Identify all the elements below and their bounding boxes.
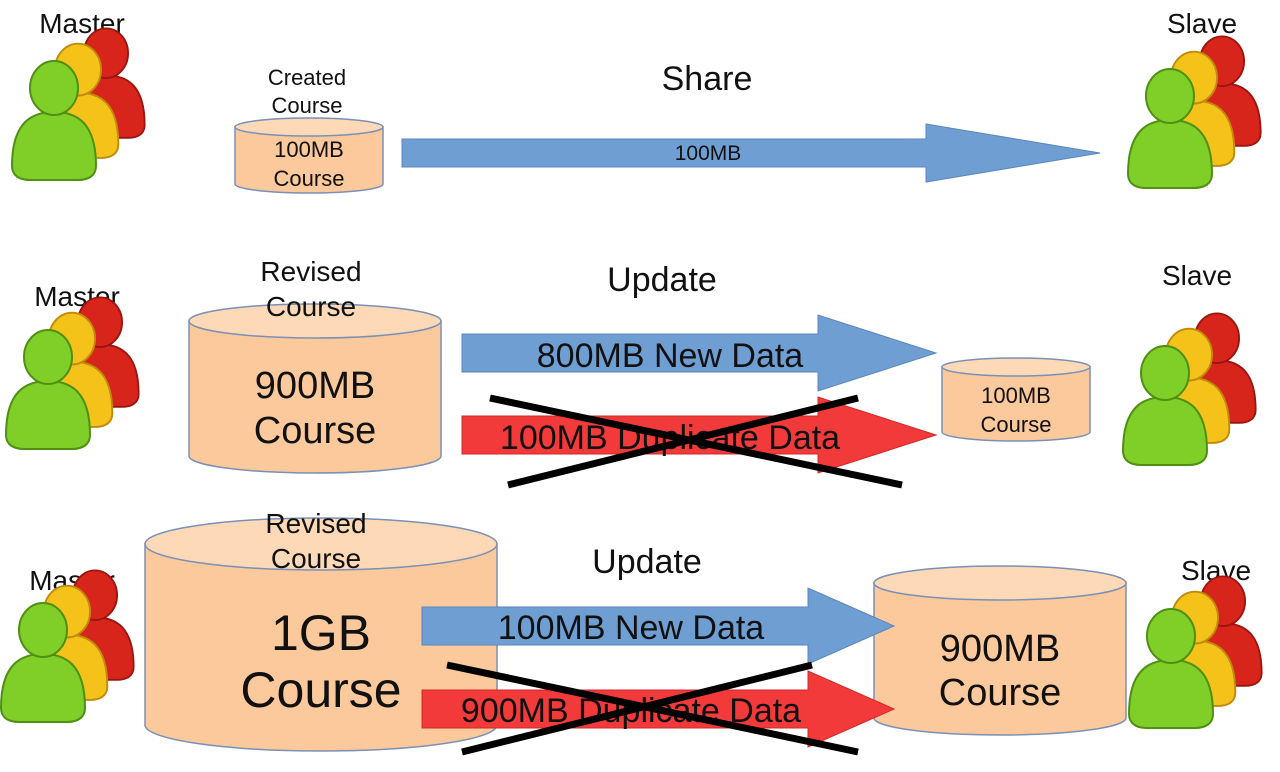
cylinder-top [144, 517, 498, 571]
new-data-arrow-label: 800MB New Data [537, 337, 804, 375]
target-size-line2: Course [939, 672, 1062, 714]
row-3: Master Revised Course 1GB Course Update … [0, 508, 1263, 756]
arrow-shape [401, 123, 1101, 183]
source-cylinder [144, 517, 498, 752]
source-size-line2: Course [240, 662, 401, 718]
source-size-line1: 100MB [274, 137, 344, 162]
arrow-shape [421, 587, 896, 665]
source-size-line1: 1GB [271, 605, 371, 661]
row-2: Master Revised Course 900MB Course Updat… [5, 256, 1257, 489]
cylinder-top [234, 117, 384, 137]
source-caption-line1: Revised [265, 508, 366, 539]
cylinder-top [941, 357, 1091, 377]
row-1: Master Created Course 100MB Course Share… [11, 8, 1262, 194]
slave-users-icon [1128, 575, 1263, 729]
cylinder-body [234, 126, 384, 194]
master-users-icon [11, 27, 146, 181]
cylinder-body [873, 582, 1127, 736]
cross-out-stroke [507, 394, 859, 489]
target-cylinder [873, 565, 1127, 736]
source-cylinder [234, 117, 384, 194]
share-arrow [401, 123, 1101, 183]
cylinder-body [188, 320, 442, 474]
arrow-shape [461, 314, 938, 392]
source-caption-line2: Course [271, 543, 361, 574]
new-data-arrow [461, 314, 938, 392]
update-label: Update [592, 543, 702, 581]
target-cylinder [941, 357, 1091, 442]
target-size-line1: 900MB [940, 628, 1060, 670]
cylinder-top [188, 303, 442, 339]
source-size-line2: Course [274, 166, 345, 191]
target-size-line1: 100MB [981, 383, 1051, 408]
slave-label: Slave [1162, 260, 1232, 291]
slave-users-icon [1127, 35, 1262, 189]
target-size-line2: Course [981, 412, 1052, 437]
cylinder-body [144, 543, 498, 752]
slave-users-icon [1122, 312, 1257, 466]
share-arrow-label: 100MB [675, 142, 742, 165]
master-users-icon [5, 296, 140, 450]
slave-label: Slave [1167, 8, 1237, 39]
source-size-line1: 900MB [255, 365, 375, 407]
source-caption-line2: Course [272, 93, 343, 118]
cross-out-stroke [461, 661, 813, 756]
new-data-arrow-label: 100MB New Data [498, 609, 765, 647]
cylinder-top [873, 565, 1127, 601]
share-label: Share [662, 60, 753, 98]
source-cylinder [188, 303, 442, 474]
master-users-icon [0, 569, 135, 723]
new-data-arrow [421, 587, 896, 665]
cylinder-body [941, 366, 1091, 442]
update-label: Update [607, 261, 717, 299]
source-caption-line1: Created [268, 65, 346, 90]
cross-out-stroke [446, 661, 859, 756]
source-caption-line2: Course [266, 291, 356, 322]
source-caption-line1: Revised [260, 256, 361, 287]
source-size-line2: Course [254, 410, 377, 452]
